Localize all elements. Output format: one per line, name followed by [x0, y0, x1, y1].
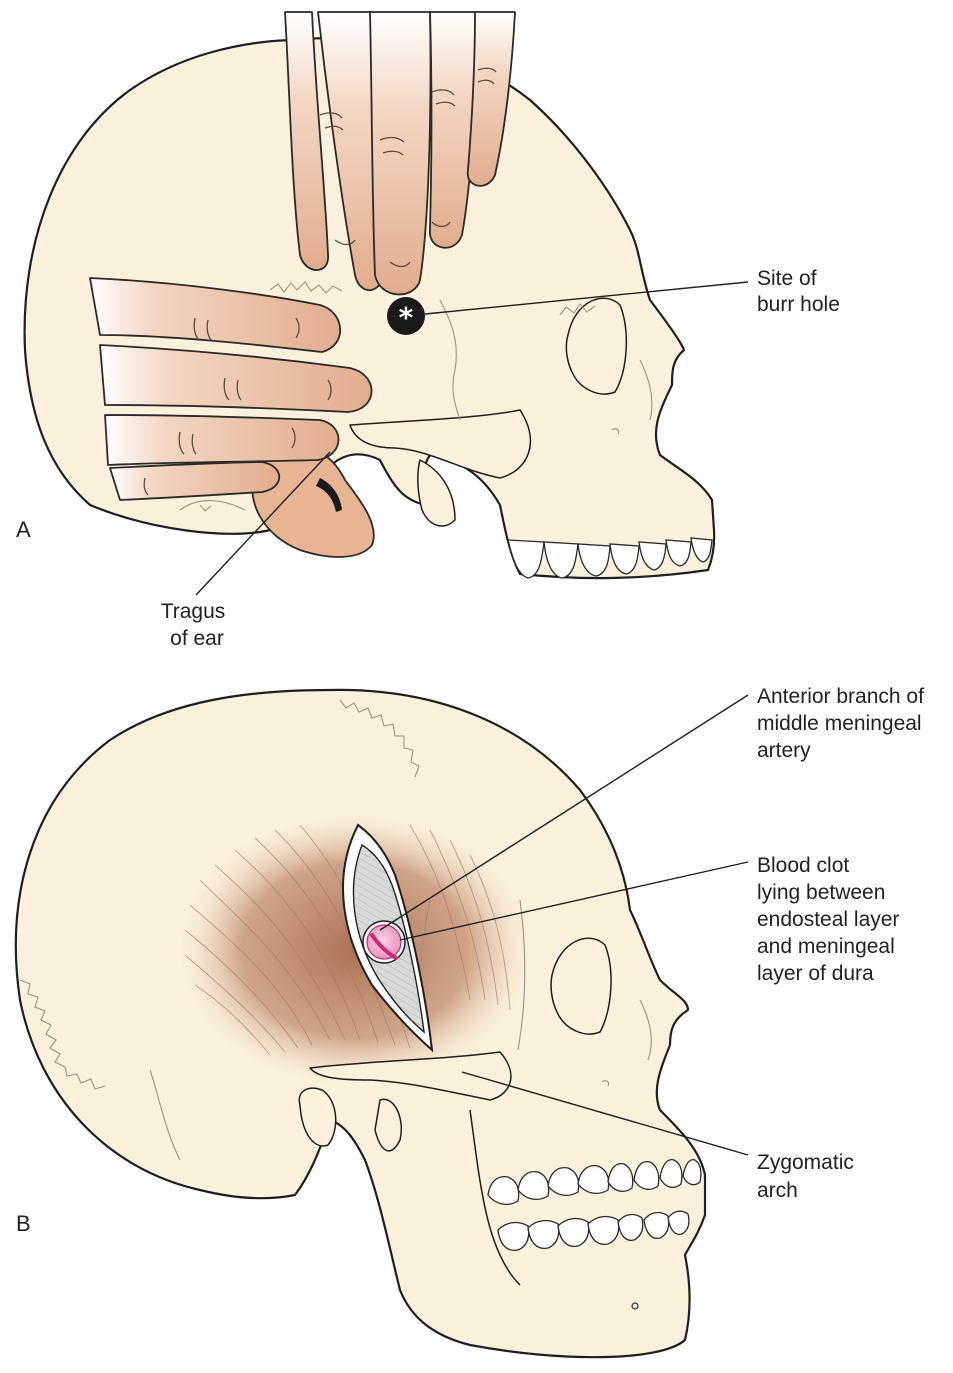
label-clot-line-4: and meningeal — [757, 935, 895, 958]
label-zygomatic-line-2: arch — [757, 1179, 798, 1202]
top-finger-creases — [319, 67, 497, 268]
middle-meningeal-artery — [370, 933, 398, 960]
skull-b-teeth — [487, 1158, 702, 1252]
skull-b-nasal-line — [601, 999, 652, 1087]
label-zygomatic-line-1: Zygomatic — [757, 1151, 854, 1174]
leader-artery — [379, 694, 749, 931]
leader-clot — [399, 861, 749, 941]
side-finger-2 — [99, 344, 373, 413]
burr-hole-asterisk: * — [399, 301, 414, 334]
side-finger-1 — [89, 277, 342, 353]
label-clot-line-5: layer of dura — [757, 962, 874, 985]
label-clot-line-1: Blood clot — [757, 854, 849, 877]
label-artery-line-3: artery — [757, 739, 811, 762]
label-tragus-line-2: of ear — [170, 627, 224, 650]
skull-a-suture — [179, 281, 596, 512]
skull-a-zygoma — [349, 409, 531, 479]
panel-a-letter: A — [16, 517, 31, 542]
label-artery-line-2: middle meningeal — [757, 712, 922, 735]
blood-clot — [362, 920, 406, 964]
skull-b-sutures — [19, 699, 431, 1161]
leader-burr-hole — [424, 281, 749, 315]
skull-a-orbit — [565, 297, 628, 395]
leader-tragus — [195, 451, 331, 596]
top-hand — [284, 11, 516, 296]
label-artery-line-1: Anterior branch of — [757, 685, 924, 708]
side-finger-3 — [104, 414, 340, 466]
label-tragus-line-1: Tragus — [161, 600, 226, 623]
skull-b-mental-foramen — [631, 1302, 639, 1310]
top-finger-5 — [467, 11, 516, 187]
panel-b-letter: B — [16, 1211, 31, 1236]
leader-zygomatic — [461, 1071, 749, 1156]
burr-hole-marker: * — [387, 297, 425, 335]
label-clot-line-3: endosteal layer — [757, 908, 899, 931]
skull-b-zygomatic-arch — [309, 1051, 512, 1101]
skull-a-teeth — [507, 537, 713, 579]
ear-a-canal — [316, 478, 342, 512]
panel-b-skull — [14, 688, 707, 1359]
label-clot-line-2: lying between — [757, 881, 885, 904]
skull-a-ramus — [417, 459, 456, 527]
side-finger-4 — [109, 461, 280, 501]
ear-b-meatus — [298, 1087, 337, 1147]
skull-b-orbit — [550, 937, 612, 1035]
side-hand — [89, 277, 373, 501]
top-finger-1 — [284, 11, 329, 271]
label-burr-hole-line-1: Site of — [757, 267, 817, 290]
label-burr-hole-line-2: burr hole — [757, 293, 840, 316]
side-finger-creases — [143, 317, 332, 496]
skull-a-nasal-line — [611, 359, 653, 435]
skull-b-temporal-line — [517, 899, 526, 1051]
